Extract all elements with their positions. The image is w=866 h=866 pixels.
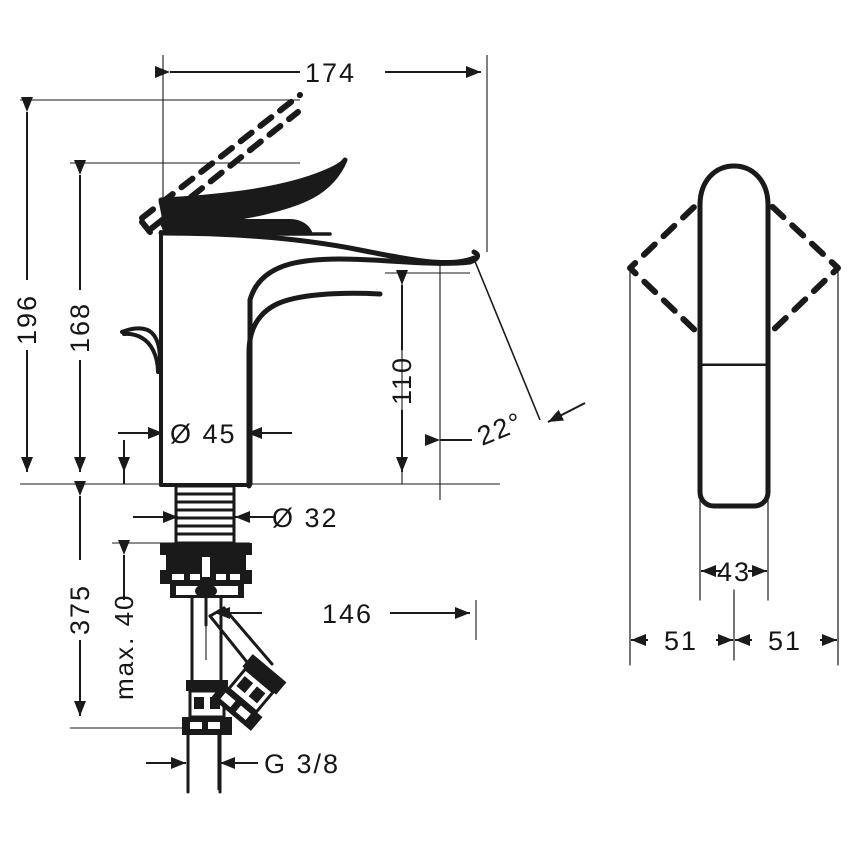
dimension-label-max-40: max. 40: [109, 594, 139, 701]
dimension-label-110: 110: [387, 356, 417, 405]
dimension-168: 168: [65, 160, 95, 472]
dimension-label-196: 196: [12, 294, 42, 345]
dimension-196: 196: [12, 97, 42, 472]
mounting-hardware: [160, 543, 252, 598]
flexible-hose: [204, 596, 287, 731]
dimension-label-174: 174: [305, 58, 356, 88]
dimension-51-right: 51: [735, 626, 837, 656]
dimension-174: 174: [155, 58, 481, 88]
front-view-extension-lines: [629, 267, 839, 666]
dimension-51-left: 51: [631, 626, 733, 656]
dimension-375: 375: [65, 481, 95, 716]
dimension-label-51-left: 51: [664, 626, 698, 656]
dimension-label-168: 168: [65, 302, 95, 353]
popup-lever: [120, 326, 162, 374]
dimension-label-51-right: 51: [768, 626, 802, 656]
dimension-diameter-32: Ø 32: [133, 503, 339, 533]
side-view-geometry: [120, 92, 480, 794]
dimension-43: 43: [701, 557, 767, 587]
dimension-label-diameter-32: Ø 32: [272, 503, 339, 533]
front-view-geometry: [627, 163, 841, 666]
spout-neck: [246, 290, 383, 489]
dimension-label-thread-g38: G 3/8: [264, 749, 340, 779]
dimension-label-diameter-45: Ø 45: [170, 419, 237, 449]
lever-handle: [158, 157, 348, 224]
front-body-column: [697, 363, 771, 509]
dimension-146: 146: [215, 599, 470, 629]
dimension-thread-g38: G 3/8: [146, 749, 340, 779]
front-lever-body: [697, 163, 771, 369]
dimension-diameter-45: Ø 45: [118, 419, 292, 449]
dimension-label-43: 43: [717, 557, 751, 587]
dimension-label-146: 146: [322, 599, 373, 629]
dimension-max-40: max. 40: [109, 440, 139, 700]
dimension-110: 110: [387, 270, 417, 472]
dimension-label-375: 375: [65, 584, 95, 635]
